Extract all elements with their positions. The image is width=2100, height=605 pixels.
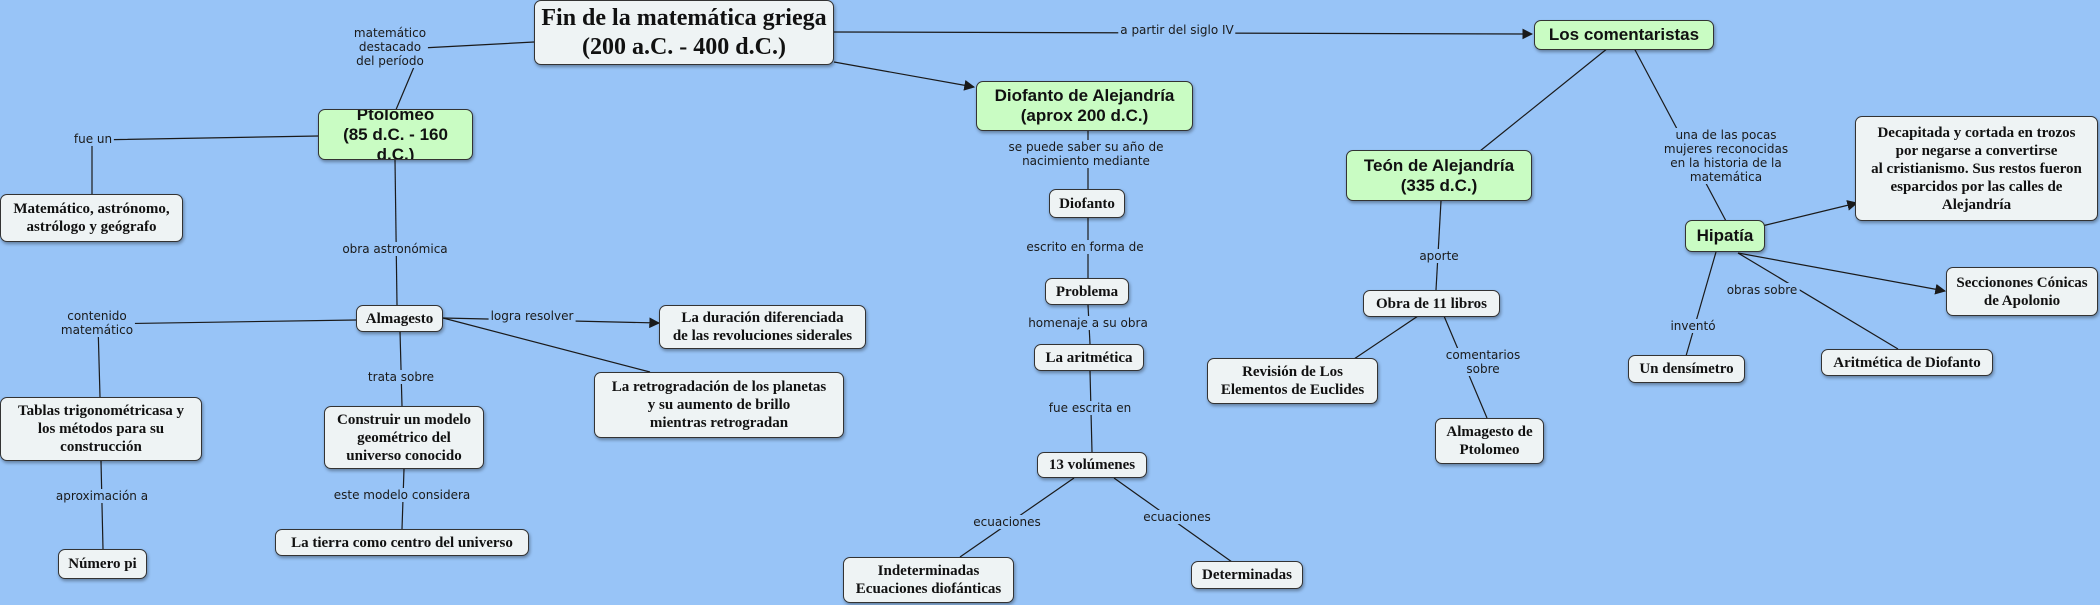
line-title-diofanto (833, 61, 976, 91)
link-label-aporte: aporte (1417, 249, 1461, 263)
line-hipatia-secciones (1737, 252, 1947, 295)
line-hipatia-aritmetica (1737, 252, 1899, 350)
node-indeterminadas[interactable]: Indeterminadas Ecuaciones diofánticas (843, 557, 1014, 603)
node-tierra[interactable]: La tierra como centro del universo (275, 529, 529, 556)
node-almagesto-ptolomeo[interactable]: Almagesto de Ptolomeo (1435, 418, 1544, 464)
node-obra-11-libros[interactable]: Obra de 11 libros (1363, 290, 1500, 317)
node-comentaristas[interactable]: Los comentaristas (1534, 20, 1714, 50)
line-obra-revision (1353, 315, 1419, 360)
link-label-una-de-las-pocas: una de las pocas mujeres reconocidas en … (1661, 128, 1791, 184)
link-label-fue-un: fue un (71, 132, 115, 146)
line-almagesto-retro (442, 317, 651, 373)
link-label-contenido-matematico: contenido matemático (58, 309, 136, 337)
link-label-se-puede-saber: se puede saber su año de nacimiento medi… (1006, 140, 1166, 168)
link-label-fue-escrita: fue escrita en (1046, 401, 1134, 415)
node-densimetro[interactable]: Un densímetro (1628, 355, 1745, 383)
node-numero-pi[interactable]: Número pi (58, 549, 147, 579)
node-tablas[interactable]: Tablas trigonométricasa y los métodos pa… (0, 397, 202, 461)
link-label-trata-sobre: trata sobre (365, 370, 437, 384)
link-label-aproximacion: aproximación a (53, 489, 151, 503)
node-duracion[interactable]: La duración diferenciada de las revoluci… (659, 305, 866, 349)
node-hipatia[interactable]: Hipatía (1685, 220, 1765, 252)
line-hipatia-decapitada (1761, 200, 1859, 227)
link-label-a-partir: a partir del siglo IV (1118, 23, 1236, 37)
link-label-matematico-destacado: matemático destacado del período (351, 26, 429, 68)
link-label-obras-sobre: obras sobre (1724, 283, 1800, 297)
line-hipatia-densimetro (1685, 251, 1717, 357)
line-almagesto-tablas (97, 319, 357, 325)
link-label-comentarios-sobre: comentarios sobre (1443, 348, 1523, 376)
node-diofanto-alejandria[interactable]: Diofanto de Alejandría (aprox 200 d.C.) (976, 81, 1193, 131)
node-construir[interactable]: Construir un modelo geométrico del unive… (324, 406, 484, 469)
link-label-obra-astronomica: obra astronómica (340, 242, 450, 256)
node-teon[interactable]: Teón de Alejandría (335 d.C.) (1346, 150, 1532, 201)
link-label-logra-resolver: logra resolver (488, 309, 576, 323)
line-almagesto-construir (399, 330, 403, 407)
link-label-invento: inventó (1668, 319, 1718, 333)
node-matematico[interactable]: Matemático, astrónomo, astrólogo y geógr… (0, 194, 183, 242)
line-ptolomeo-almagesto (394, 159, 398, 306)
node-diofanto[interactable]: Diofanto (1049, 189, 1125, 218)
node-aritmetica[interactable]: La aritmética (1034, 344, 1144, 371)
line-ptolomeo-matematico (91, 135, 319, 194)
link-label-ecuaciones-2: ecuaciones (1141, 510, 1213, 524)
node-secciones[interactable]: Seccionones Cónicas de Apolonio (1946, 267, 2098, 316)
node-ptolomeo[interactable]: Ptolomeo (85 d.C. - 160 d.C.) (318, 109, 473, 160)
link-label-escrito-en-forma: escrito en forma de (1024, 240, 1146, 254)
link-label-este-modelo: este modelo considera (331, 488, 473, 502)
node-title[interactable]: Fin de la matemática griega (200 a.C. - … (534, 0, 834, 65)
node-revision[interactable]: Revisión de Los Elementos de Euclides (1207, 358, 1378, 404)
link-label-ecuaciones-1: ecuaciones (971, 515, 1043, 529)
line-teon-obra (1435, 200, 1442, 291)
node-retrogradacion[interactable]: La retrogradación de los planetas y su a… (594, 372, 844, 438)
line-comentaristas-teon (1479, 47, 1609, 152)
line-tablas-pi (100, 460, 104, 550)
node-aritmetica-diofanto[interactable]: Aritmética de Diofanto (1821, 349, 1993, 376)
node-decapitada[interactable]: Decapitada y cortada en trozos por negar… (1855, 116, 2098, 221)
link-label-homenaje: homenaje a su obra (1026, 316, 1150, 330)
node-problema[interactable]: Problema (1045, 278, 1129, 305)
node-volumenes[interactable]: 13 volúmenes (1037, 452, 1147, 478)
node-determinadas[interactable]: Determinadas (1191, 561, 1303, 589)
node-almagesto[interactable]: Almagesto (356, 305, 443, 332)
